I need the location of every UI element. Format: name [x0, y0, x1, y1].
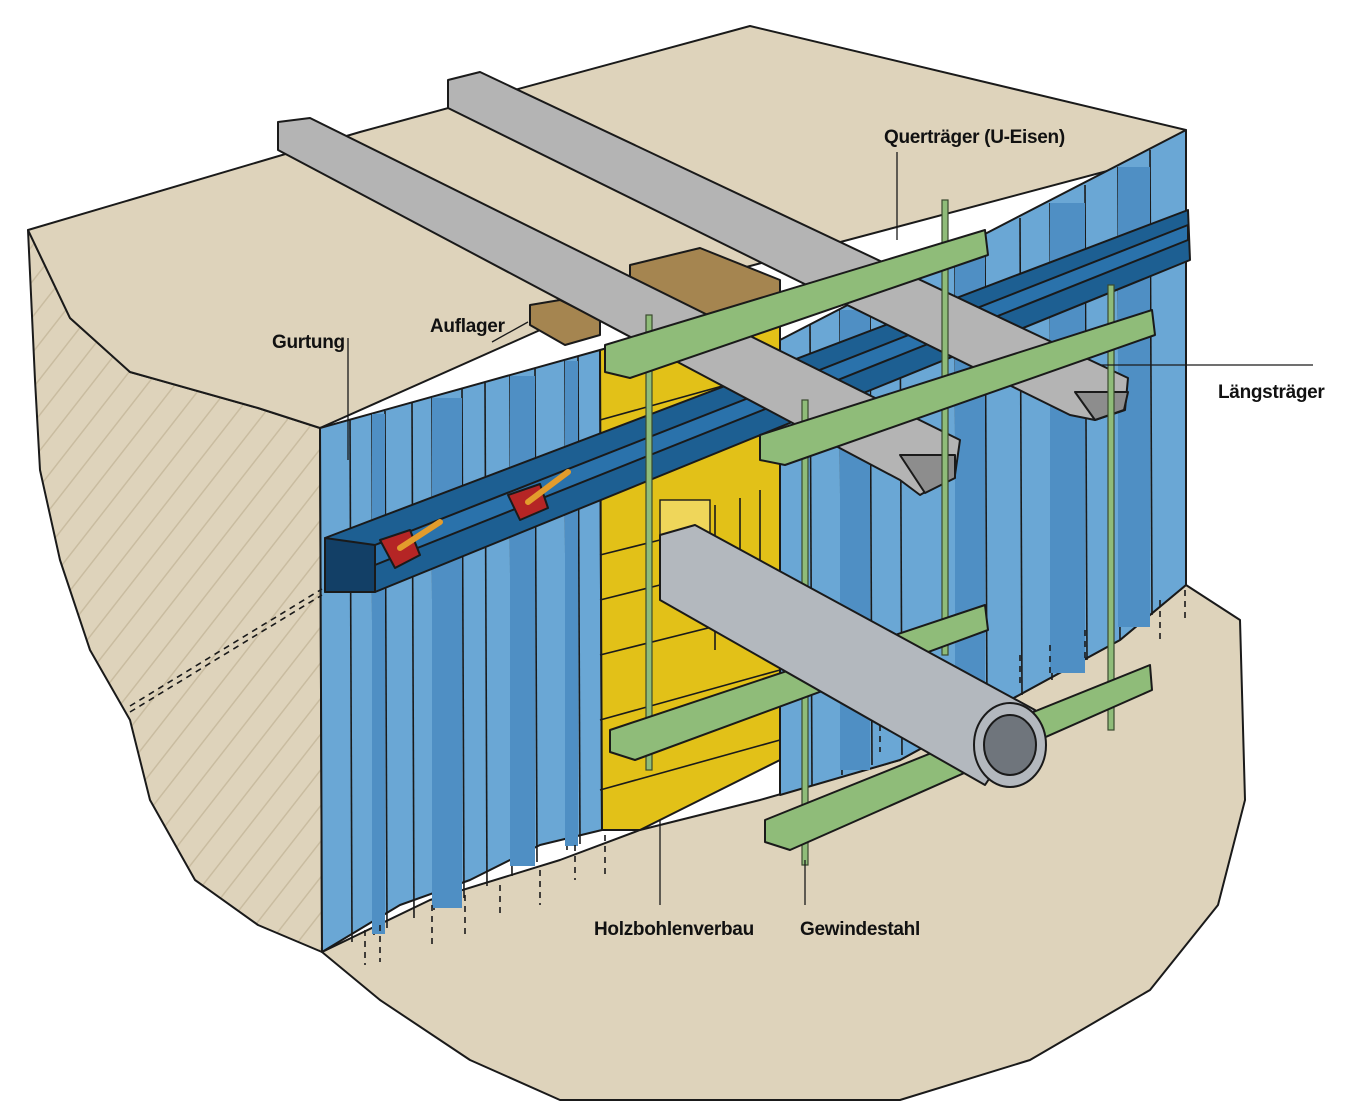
leader-lines	[347, 152, 1313, 905]
waling-bracket-left	[379, 519, 443, 569]
pile-embedment-lines	[129, 588, 1186, 965]
label-quertraeger: Querträger (U-Eisen)	[884, 127, 1065, 148]
longitudinal-beam-1	[277, 117, 961, 496]
pipe	[659, 524, 1047, 788]
label-gurtung: Gurtung	[272, 332, 345, 353]
label-holzbohlenverbau: Holzbohlenverbau	[594, 919, 754, 940]
label-gewindestahl: Gewindestahl	[800, 919, 920, 940]
waling-bracket-right	[507, 469, 571, 521]
label-auflager: Auflager	[430, 316, 506, 337]
longitudinal-beam-2	[447, 71, 1129, 421]
cross-beam-top-left	[604, 229, 989, 379]
cross-beam-top-right	[759, 309, 1156, 466]
label-laengstraeger: Längsträger	[1218, 382, 1325, 403]
